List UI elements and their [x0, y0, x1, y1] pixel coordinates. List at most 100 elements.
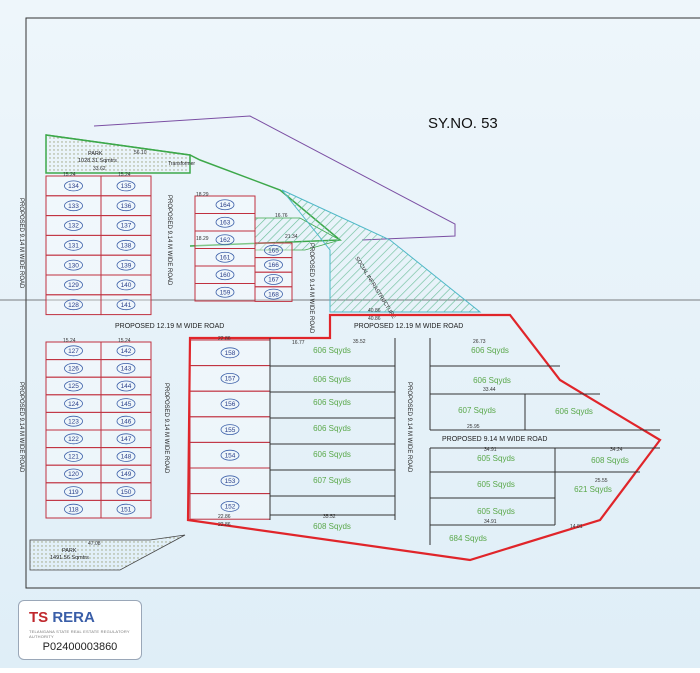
plot-number: 142 — [121, 348, 132, 355]
road-label-9-14-right: PROPOSED 9.14 M WIDE ROAD — [442, 436, 547, 443]
plot-number: 162 — [220, 237, 231, 244]
road-label-left-edge-bottom: PROPOSED 9.14 M WIDE ROAD — [18, 382, 24, 473]
plot-number: 147 — [121, 436, 132, 443]
plot-number: 139 — [121, 262, 132, 269]
plot-number-ring — [64, 259, 83, 271]
plot-number-ring — [64, 433, 83, 445]
plot-number-ring — [215, 199, 235, 211]
road-label-vertical-right: PROPOSED 9.14 M WIDE ROAD — [406, 382, 412, 473]
registration-number: P02400003860 — [42, 641, 118, 653]
dimension-label: 33.44 — [483, 387, 496, 393]
plot-number-ring — [64, 345, 83, 357]
road-label-vertical-top: PROPOSED 9.14 M WIDE ROAD — [166, 195, 172, 286]
plot-area-sqyds: 606 Sqyds — [313, 424, 351, 433]
right-block-lines — [269, 338, 660, 545]
plot-area-sqyds: 605 Sqyds — [477, 507, 515, 516]
plot-cell — [189, 365, 271, 392]
plot-number: 152 — [225, 504, 236, 511]
plot-number: 164 — [220, 202, 231, 209]
plot-number-ring — [116, 345, 136, 357]
plot-number: 123 — [68, 418, 79, 425]
plot-cell — [189, 493, 271, 520]
plot-number-ring — [116, 486, 136, 498]
plot-number: 130 — [68, 262, 79, 269]
dimension-label: 34.24 — [610, 447, 623, 453]
plot-area-sqyds: 606 Sqyds — [313, 346, 351, 355]
plot-number-ring — [220, 398, 240, 410]
plot-number-ring — [264, 244, 283, 256]
dimension-label: 40.86 — [368, 316, 381, 322]
plot-number-ring — [64, 468, 83, 480]
plot-area-sqyds: 606 Sqyds — [313, 450, 351, 459]
dimension-label: 25.95 — [467, 424, 480, 430]
plot-number: 127 — [68, 348, 79, 355]
plot-number: 128 — [68, 302, 79, 309]
road-label-12-19-right: PROPOSED 12.19 M WIDE ROAD — [354, 323, 463, 330]
plot-number-ring — [116, 279, 136, 291]
plot-number: 165 — [268, 248, 279, 255]
plot-number-ring — [64, 220, 83, 231]
plot-area-sqyds: 608 Sqyds — [591, 456, 629, 465]
plot-number-ring — [215, 286, 235, 298]
dimension-label: 22.86 — [218, 336, 231, 342]
plot-area-sqyds: 606 Sqyds — [555, 407, 593, 416]
sheet-frame — [25, 17, 700, 589]
plot-number-ring — [64, 398, 83, 410]
plot-number: 158 — [225, 350, 236, 357]
plot-number: 151 — [121, 506, 132, 513]
plot-number-ring — [264, 259, 283, 271]
bottom-park-name: PARK — [62, 548, 77, 554]
plot-number-ring — [264, 288, 283, 300]
top-park-area — [45, 134, 191, 174]
plot-number-ring — [215, 269, 235, 281]
plot-number: 157 — [225, 376, 236, 383]
plot-number: 140 — [121, 282, 132, 289]
plot-number-ring — [220, 372, 240, 384]
dimension-label: 18.29 — [196, 192, 209, 198]
plot-number: 144 — [121, 383, 132, 390]
dimension-label: 16.76 — [275, 213, 288, 219]
bottom-park-area-label: 1491.56 Sqmtrs — [50, 555, 89, 561]
dimension-label: 56.10 — [134, 150, 147, 156]
plot-area-sqyds: 606 Sqyds — [471, 346, 509, 355]
plot-number-ring — [116, 239, 136, 251]
dimension-label: 34.91 — [484, 519, 497, 525]
plot-number-ring — [116, 468, 136, 480]
venture-boundary — [186, 313, 662, 562]
plot-number: 167 — [268, 277, 279, 284]
plot-number-ring — [116, 299, 136, 311]
plot-number-ring — [64, 239, 83, 251]
plot-number-ring — [116, 415, 136, 427]
plot-cell — [100, 499, 152, 519]
plot-number: 118 — [68, 506, 79, 513]
plot-number-ring — [64, 486, 83, 498]
plot-number: 134 — [68, 183, 79, 190]
plot-area-sqyds: 606 Sqyds — [473, 376, 511, 385]
plot-number-ring — [264, 274, 283, 285]
plot-area-sqyds: 605 Sqyds — [477, 480, 515, 489]
plot-number: 156 — [225, 401, 236, 408]
plot-number: 163 — [220, 219, 231, 226]
plot-cell — [100, 294, 152, 316]
plot-number-ring — [116, 200, 136, 212]
plot-number-ring — [116, 180, 136, 192]
plot-number-ring — [215, 251, 235, 263]
plot-number-ring — [116, 398, 136, 410]
plot-number: 161 — [220, 254, 231, 261]
plot-number-ring — [116, 433, 136, 445]
plot-number-ring — [116, 380, 136, 392]
dimension-label: 40.86 — [368, 308, 381, 314]
plot-number-ring — [64, 362, 83, 374]
dimension-label: 18.29 — [196, 236, 209, 242]
dimension-label: 16.77 — [292, 340, 305, 346]
top-park-name: PARK — [88, 151, 103, 157]
plot-number: 124 — [68, 401, 79, 408]
dimension-label: 34.91 — [484, 447, 497, 453]
plot-number-ring — [64, 279, 83, 291]
plot-number: 132 — [68, 223, 79, 230]
plot-area-sqyds: 607 Sqyds — [313, 476, 351, 485]
plot-area-sqyds: 605 Sqyds — [477, 454, 515, 463]
plot-number-ring — [220, 449, 240, 461]
survey-number-label: SY.NO. 53 — [428, 115, 498, 132]
plot-area-sqyds: 607 Sqyds — [458, 406, 496, 415]
